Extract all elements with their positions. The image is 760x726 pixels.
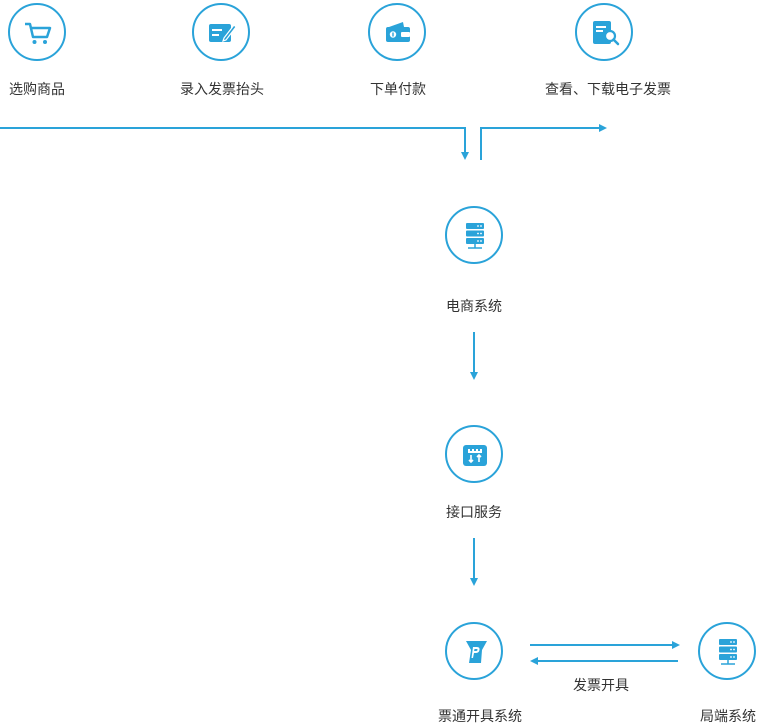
document-search-icon: [593, 21, 620, 46]
cart-icon: [25, 22, 52, 44]
step-order-payment-label: 下单付款: [370, 82, 426, 98]
ecommerce-system-label: 电商系统: [446, 299, 502, 315]
interface-icon: [463, 445, 487, 466]
invoicing-system-label: 票通开具系统: [438, 709, 522, 725]
ecommerce-to-view-arrow: [480, 124, 607, 160]
step-select-goods-circle: [8, 3, 66, 61]
step-view-download-invoice-circle: [575, 3, 633, 61]
wallet-icon: [386, 22, 410, 42]
step-enter-invoice-title-label: 录入发票抬头: [180, 82, 264, 98]
step-select-goods-label: 选购商品: [9, 82, 65, 98]
invoice-issue-edge-label: 发票开具: [573, 678, 629, 694]
local-system-label: 局端系统: [700, 709, 756, 725]
invoice-logo-icon: [466, 641, 487, 663]
steps-to-ecommerce-arrow: [0, 127, 469, 160]
edit-card-icon: [209, 24, 237, 42]
step-order-payment-circle: [368, 3, 426, 61]
step-enter-invoice-title-circle: [192, 3, 250, 61]
invoicing-system-circle: [445, 622, 503, 680]
server-icon: [466, 223, 484, 249]
ecommerce-system-circle: [445, 206, 503, 264]
local-system-circle: [698, 622, 756, 680]
interface-service-circle: [445, 425, 503, 483]
step-view-download-invoice-label: 查看、下载电子发票: [545, 82, 671, 98]
interface-service-label: 接口服务: [446, 505, 502, 521]
server-icon: [719, 639, 737, 665]
